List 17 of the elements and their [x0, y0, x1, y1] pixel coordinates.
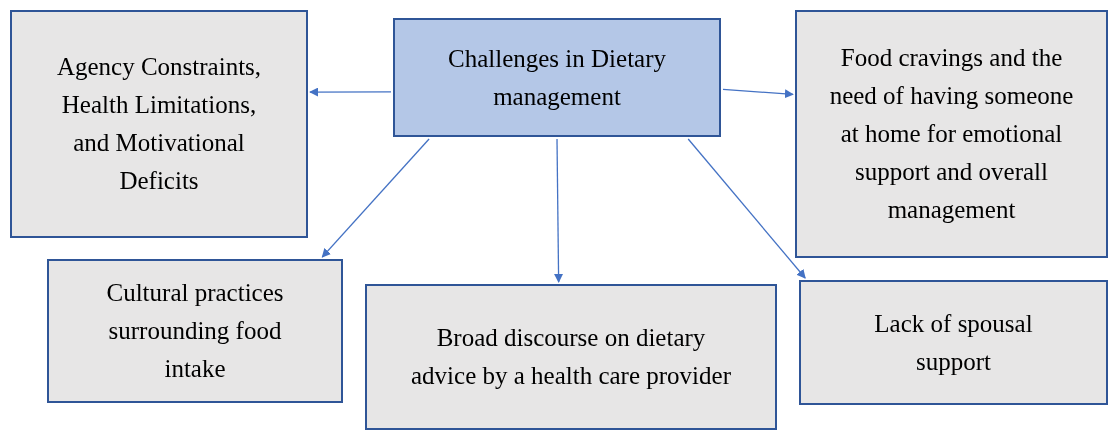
arrow: [321, 138, 430, 258]
central-box: [393, 18, 721, 137]
box-text: Food cravings and the need of having someone at home for emotional support and overall management: [828, 43, 1075, 225]
box-text: Agency Constraints, Health Limitations, and Motivational Deficits: [55, 52, 263, 196]
challenge-box: [365, 284, 777, 430]
box-text: Broad discourse on dietary advice by a health care provider: [410, 323, 732, 391]
arrow: [687, 138, 806, 279]
arrow: [309, 87, 392, 97]
challenge-box: [795, 10, 1108, 258]
arrow: [722, 88, 794, 99]
challenge-box: [47, 259, 343, 403]
box-text: Lack of spousal support: [873, 308, 1034, 377]
challenge-box: [10, 10, 308, 238]
challenge-box: [799, 280, 1108, 405]
arrow: [554, 138, 564, 283]
box-text: Challenges in Dietary management: [447, 43, 667, 112]
box-text: Cultural practices surrounding food intake: [105, 278, 285, 384]
